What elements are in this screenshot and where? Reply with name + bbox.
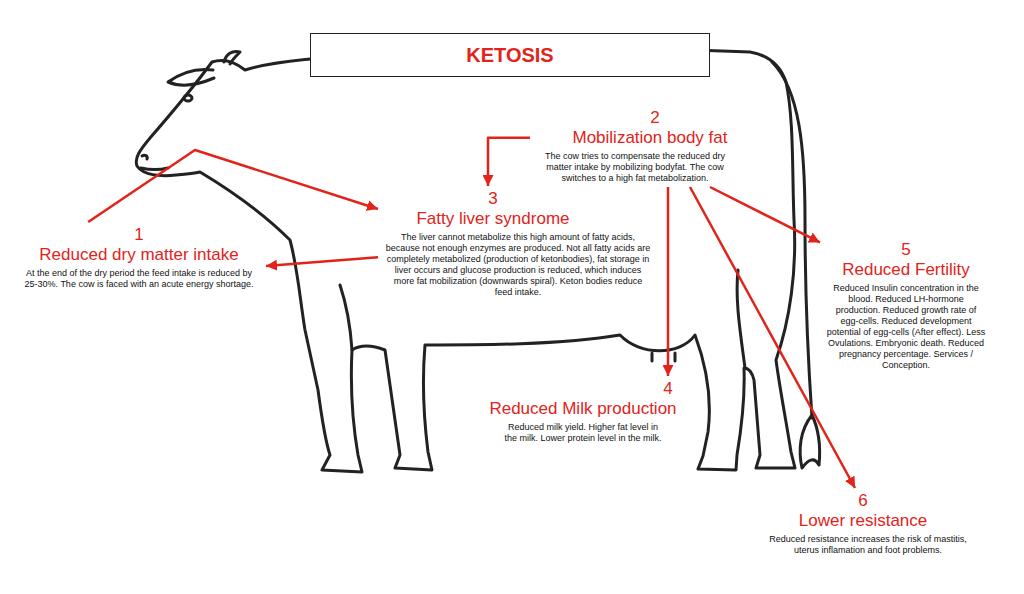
title-box: KETOSIS	[310, 33, 710, 77]
callout-heading: Lower resistance	[754, 511, 972, 531]
callout-number: 2	[541, 108, 769, 128]
callout: 5Reduced FertilityReduced Insulin concen…	[820, 237, 992, 374]
arrow-connector	[488, 138, 530, 186]
connector-group	[88, 138, 855, 488]
cow-leg-line	[340, 285, 352, 350]
callout-text: The cow tries to compensate the reduced …	[535, 151, 735, 184]
callout-text: Reduced Insulin concentration in the blo…	[826, 283, 986, 371]
callout-number: 5	[826, 240, 986, 260]
callout-number: 4	[566, 379, 770, 399]
cow-nostril	[142, 155, 147, 159]
cow-tail	[772, 62, 812, 418]
callout: 4Reduced Milk productionReduced milk yie…	[475, 376, 691, 447]
callout-text: At the end of the dry period the feed in…	[23, 268, 255, 290]
callout: 2Mobilization body fatThe cow tries to c…	[530, 105, 770, 187]
callout-heading: Fatty liver syndrome	[359, 209, 627, 229]
callout: 1Reduced dry matter intake At the end of …	[12, 222, 266, 293]
cow-ear	[168, 70, 214, 85]
arrow-connector	[667, 187, 670, 376]
callout-text: Reduced milk yield. Higher fat level in …	[503, 422, 663, 444]
cow-tail-switch	[800, 415, 820, 468]
cow-eye	[184, 95, 192, 101]
cow-teat	[674, 353, 677, 361]
callout-number: 6	[754, 491, 972, 511]
cow-teat	[651, 353, 654, 361]
diagram-title: KETOSIS	[466, 43, 553, 67]
callout-heading: Reduced Milk production	[481, 399, 685, 419]
arrow-connector	[690, 187, 855, 488]
callout: 6Lower resistanceReduced resistance incr…	[751, 488, 981, 559]
callout-text: The liver cannot metabolize this high am…	[385, 232, 651, 298]
callout: 3Fatty liver syndromeThe liver cannot me…	[378, 186, 658, 301]
callout-heading: Reduced dry matter intake	[18, 245, 260, 265]
cow-horn	[224, 51, 240, 64]
arrow-connector	[88, 150, 378, 222]
arrow-connector	[710, 187, 820, 242]
callout-number: 1	[18, 225, 260, 245]
callout-heading: Reduced Fertility	[826, 260, 986, 280]
callout-number: 3	[359, 189, 627, 209]
arrow-connector	[266, 257, 378, 266]
callout-text: Reduced resistance increases the risk of…	[763, 534, 973, 556]
cow-mouth	[141, 168, 168, 170]
callout-heading: Mobilization body fat	[536, 128, 764, 148]
cow-outline-group	[136, 50, 820, 472]
